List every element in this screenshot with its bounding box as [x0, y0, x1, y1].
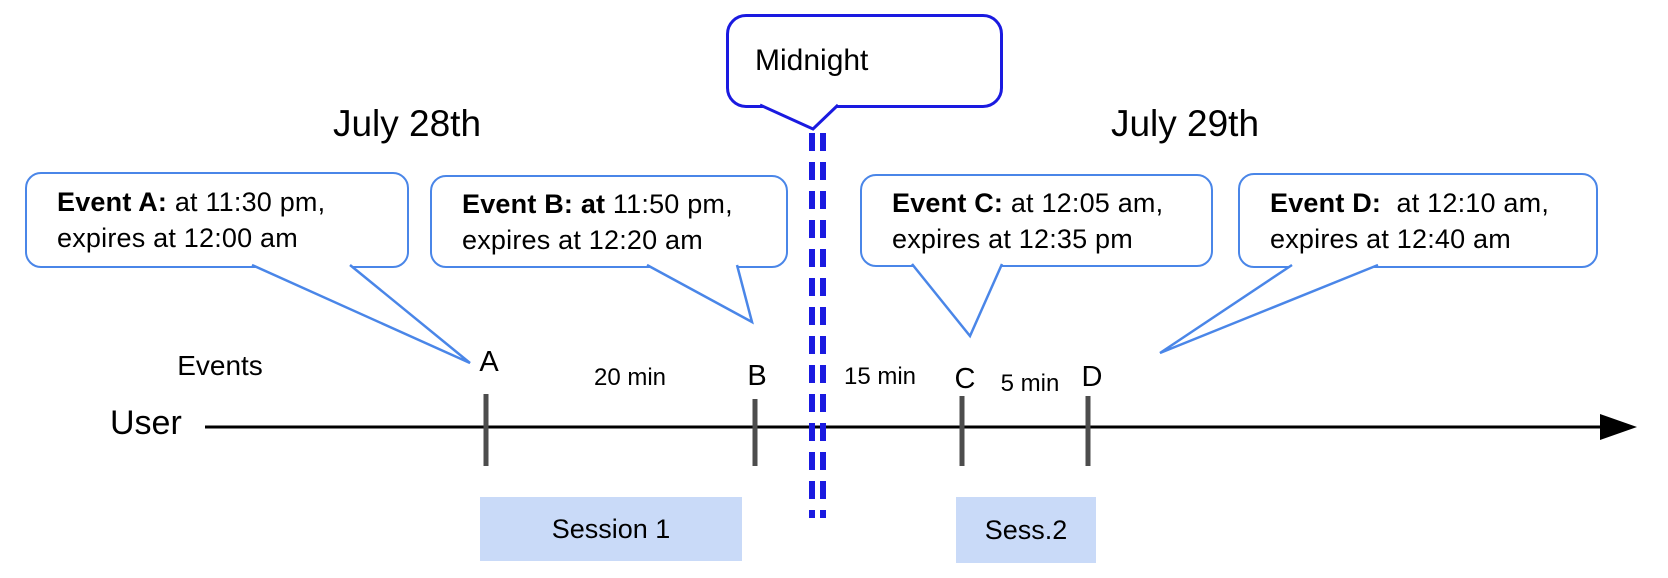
- interval-label-5min: 5 min: [1000, 370, 1060, 397]
- midnight-label: Midnight: [755, 44, 869, 77]
- event-a-callout-tail: [251, 263, 471, 365]
- user-axis-label: User: [110, 404, 182, 442]
- event-d-callout: Event D: at 12:10 am, expires at 12:40 a…: [1238, 173, 1598, 268]
- event-b-callout-tail: [646, 263, 754, 325]
- events-row-label: Events: [177, 350, 263, 381]
- event-b-callout: Event B: at 11:50 pm, expires at 12:20 a…: [430, 175, 788, 268]
- event-c-callout-tail: [911, 263, 1004, 339]
- event-a-line1: Event A: at 11:30 pm,: [57, 184, 407, 220]
- event-c-callout: Event C: at 12:05 am, expires at 12:35 p…: [860, 174, 1213, 267]
- event-b-line1: Event B: at 11:50 pm,: [462, 186, 786, 222]
- event-d-line2: expires at 12:40 am: [1270, 223, 1511, 254]
- tick-label-a: A: [479, 346, 499, 378]
- date-label-july-28: July 28th: [332, 103, 482, 144]
- event-b-time: 11:50 pm,: [605, 188, 733, 219]
- event-c-line2: expires at 12:35 pm: [892, 223, 1133, 254]
- event-b-line2: expires at 12:20 am: [462, 224, 703, 255]
- session-2-label: Sess.2: [984, 514, 1068, 545]
- session-2-box: Sess.2: [956, 497, 1096, 563]
- event-a-callout: Event A: at 11:30 pm, expires at 12:00 a…: [25, 172, 409, 268]
- tick-label-c: C: [954, 363, 976, 395]
- event-c-time: at 12:05 am,: [1003, 187, 1164, 218]
- midnight-callout-tail: [759, 103, 840, 131]
- date-label-july-29: July 29th: [1110, 103, 1260, 144]
- event-d-time: at 12:10 am,: [1381, 187, 1550, 218]
- event-d-callout-tail: [1159, 263, 1379, 355]
- midnight-callout: Midnight: [726, 14, 1003, 108]
- session-1-label: Session 1: [551, 513, 671, 544]
- event-a-time: at 11:30 pm,: [167, 187, 326, 217]
- event-a-line2: expires at 12:00 am: [57, 223, 298, 253]
- interval-label-20min: 20 min: [593, 364, 667, 391]
- event-c-title: Event C:: [892, 187, 1004, 218]
- event-c-line1: Event C: at 12:05 am,: [892, 185, 1211, 221]
- tick-label-b: B: [747, 360, 767, 392]
- event-a-title: Event A:: [57, 187, 168, 217]
- tick-label-d: D: [1081, 361, 1103, 393]
- interval-label-15min: 15 min: [843, 363, 917, 390]
- event-d-line1: Event D: at 12:10 am,: [1270, 185, 1596, 221]
- session-1-box: Session 1: [480, 497, 742, 561]
- event-b-title: Event B: at: [462, 188, 606, 219]
- event-d-title: Event D:: [1270, 187, 1382, 218]
- timeline-arrowhead-icon: [1600, 414, 1637, 440]
